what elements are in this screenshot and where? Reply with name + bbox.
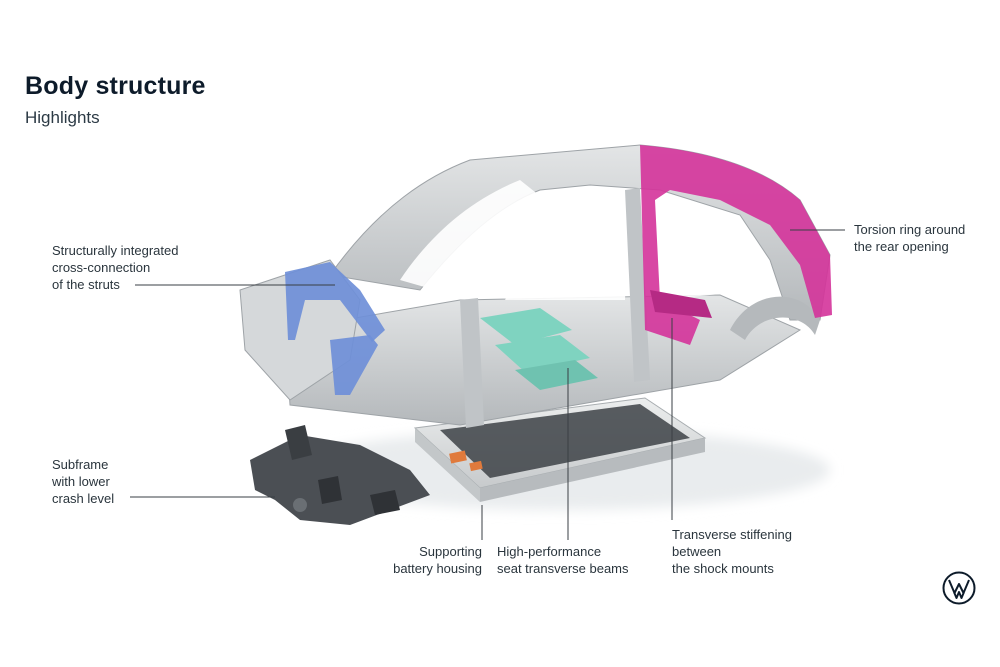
vw-logo-icon — [942, 571, 976, 605]
leader-lines — [130, 229, 845, 540]
label-stiffening: Transverse stiffening between the shock … — [672, 527, 792, 576]
torsion-ring — [640, 145, 832, 345]
label-battery: Supporting battery housing — [393, 544, 482, 576]
label-torsion: Torsion ring around the rear opening — [854, 222, 966, 254]
seat-transverse-beams — [480, 308, 598, 390]
subframe — [250, 425, 430, 525]
strut-cross-connection — [285, 262, 385, 395]
label-subframe: Subframe with lower crash level — [52, 457, 115, 506]
label-seat: High-performance seat transverse beams — [497, 544, 629, 576]
label-struts: Structurally integrated cross-connection… — [52, 243, 179, 292]
page-subtitle: Highlights — [25, 108, 100, 127]
page-title: Body structure — [25, 72, 206, 100]
